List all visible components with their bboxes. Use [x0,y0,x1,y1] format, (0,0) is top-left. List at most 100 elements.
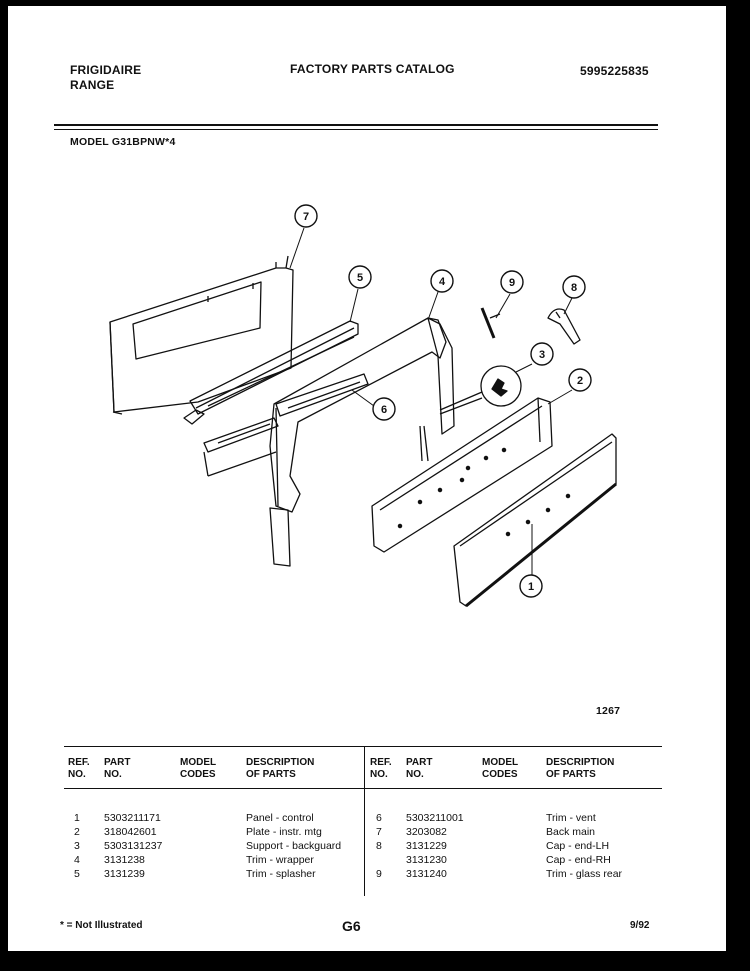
callout-label-9: 9 [509,277,515,289]
table-row: 3131230 Cap - end-RH [376,854,656,868]
ref-number: 5 [74,868,80,880]
ref-number: 1 [74,812,80,824]
header-ref-no: NO. [68,769,86,780]
header-ref-left: REF. NO. [68,757,90,781]
part-control-panel [453,433,617,608]
model-code [180,840,246,854]
table-row: 5 3131239 Trim - splasher [74,868,364,882]
part-support-backguard [439,365,522,415]
ref-number: 2 [74,826,80,838]
ref-number: 7 [376,826,382,838]
part-description: Panel - control [246,812,314,824]
catalog-number: 5995225835 [580,64,649,78]
model-code [482,812,546,826]
part-number: 3131239 [104,868,145,880]
header-desc-left: DESCRIPTION OF PARTS [246,757,314,781]
callout-label-5: 5 [357,272,363,284]
header-part-no: NO. [406,769,424,780]
header-desc-right: DESCRIPTION OF PARTS [546,757,614,781]
header-rule-bottom [54,129,658,130]
callout-label-1: 1 [528,581,534,593]
callout-leaders [289,227,573,578]
header-rule-top [54,124,658,126]
header-model-codes: CODES [482,769,518,780]
table-row: 4 3131238 Trim - wrapper [74,854,364,868]
part-description: Trim - wrapper [246,854,314,866]
part-description: Cap - end-RH [546,854,611,866]
ref-number: 8 [376,840,382,852]
model-code [180,826,246,840]
model-number: MODEL G31BPNW*4 [70,136,176,148]
part-description: Support - backguard [246,840,342,852]
header-model-label: MODEL [482,757,519,768]
header-part-left: PART NO. [104,757,130,781]
header-model-label: MODEL [180,757,217,768]
callout-circle-1 [519,574,543,598]
model-code [180,812,246,826]
header-ref-label: REF. [68,757,90,768]
header-ref-label: REF. [370,757,392,768]
callout-circle-7 [294,204,318,228]
header-model-codes: CODES [180,769,216,780]
page-number: G6 [342,918,361,934]
header-desc-of-parts: OF PARTS [246,769,296,780]
header-ref-right: REF. NO. [370,757,392,781]
part-number: 5303131237 [104,840,163,852]
part-number: 5303211171 [104,812,161,824]
brand-name: FRIGIDAIRE [70,63,142,77]
header-part-label: PART [406,757,433,768]
model-code [482,868,546,882]
part-number: 3131229 [406,840,447,852]
part-number: 3131240 [406,868,447,880]
callout-circle-6 [372,397,396,421]
part-description: Trim - vent [546,812,596,824]
table-divider [364,746,365,896]
header-ref-no: NO. [370,769,388,780]
part-number: 3203082 [406,826,447,838]
callout-circle-2 [568,368,592,392]
table-row: 7 3203082 Back main [376,826,656,840]
revision-date: 9/92 [630,920,650,931]
catalog-page: FRIGIDAIRE RANGE FACTORY PARTS CATALOG 5… [8,6,726,951]
exploded-parts-diagram: 7 5 4 9 8 3 2 6 1 [109,204,617,608]
part-number: 3131238 [104,854,145,866]
footnote-not-illustrated: * = Not Illustrated [60,920,143,931]
model-code [482,840,546,854]
part-number: 5303211001 [406,812,464,824]
callout-circle-5 [348,265,372,289]
callout-circle-4 [430,269,454,293]
part-glass-rear-trim [480,307,501,339]
callout-label-6: 6 [381,404,387,416]
callout-label-3: 3 [539,349,545,361]
header-desc-of-parts: OF PARTS [546,769,596,780]
part-description: Trim - glass rear [546,868,623,880]
model-code [482,854,546,868]
catalog-title: FACTORY PARTS CATALOG [290,62,455,76]
model-code [180,854,246,868]
part-description: Plate - instr. mtg [246,826,322,838]
header-model-right: MODEL CODES [482,757,518,781]
callout-label-4: 4 [439,276,446,288]
table-row: 1 5303211171 Panel - control [74,812,364,826]
header-desc-label: DESCRIPTION [546,757,615,768]
model-code [482,826,546,840]
part-number: 3131230 [406,854,447,866]
callout-circle-9 [500,270,524,294]
header-part-right: PART NO. [406,757,432,781]
callout-label-7: 7 [303,211,309,223]
callout-label-8: 8 [571,282,577,294]
ref-number: 4 [74,854,80,866]
ref-number [376,854,406,868]
callout-circle-3 [530,342,554,366]
ref-number: 3 [74,840,80,852]
header-desc-label: DESCRIPTION [246,757,315,768]
product-name: RANGE [70,78,115,92]
drawing-number: 1267 [596,705,621,717]
part-description: Trim - splasher [246,868,316,880]
part-description: Back main [546,826,596,838]
